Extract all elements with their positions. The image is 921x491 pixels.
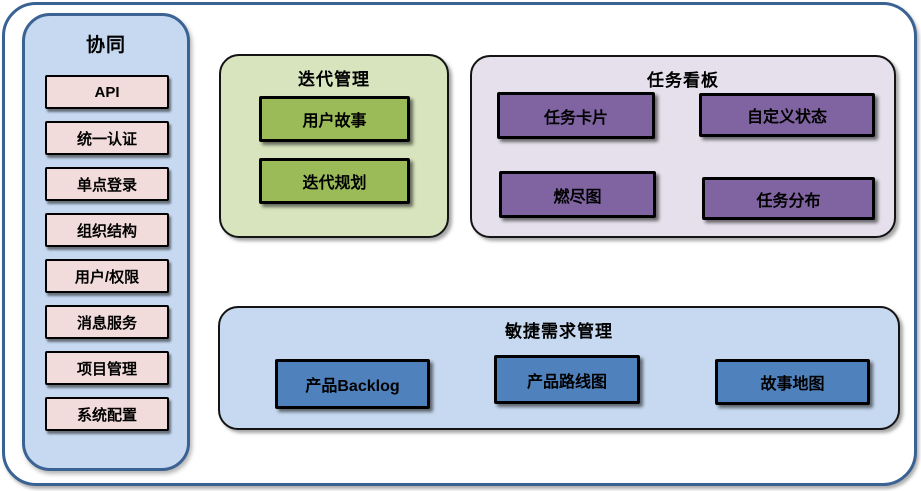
node-task-card: 任务卡片 [497, 92, 655, 139]
group-title-requirements: 敏捷需求管理 [505, 322, 613, 341]
node-burndown-chart: 燃尽图 [499, 171, 656, 218]
sidebar-collaboration-panel: 协同 API 统一认证 单点登录 组织结构 用户/权限 消息服务 项目管理 系统… [22, 13, 190, 471]
group-task-board: 任务看板 任务卡片 自定义状态 燃尽图 任务分布 [470, 55, 896, 238]
node-iteration-planning: 迭代规划 [259, 158, 410, 204]
group-iteration-management: 迭代管理 用户故事 迭代规划 [219, 54, 449, 238]
sidebar-item-unified-auth: 统一认证 [45, 121, 169, 155]
sidebar-item-system-config: 系统配置 [45, 397, 169, 431]
node-task-distribution: 任务分布 [702, 177, 875, 220]
sidebar-item-list: API 统一认证 单点登录 组织结构 用户/权限 消息服务 项目管理 系统配置 [45, 75, 169, 431]
sidebar-item-user-permissions: 用户/权限 [45, 259, 169, 293]
sidebar-item-project-management: 项目管理 [45, 351, 169, 385]
diagram-frame: 协同 API 统一认证 单点登录 组织结构 用户/权限 消息服务 项目管理 系统… [2, 2, 917, 486]
sidebar-item-org-structure: 组织结构 [45, 213, 169, 247]
group-title-taskboard: 任务看板 [647, 71, 719, 90]
node-product-backlog: 产品Backlog [275, 359, 430, 409]
node-user-story: 用户故事 [259, 96, 410, 142]
group-title-iteration: 迭代管理 [298, 70, 370, 89]
sidebar-item-api: API [45, 75, 169, 109]
sidebar-title: 协同 [85, 35, 126, 56]
sidebar-item-message-service: 消息服务 [45, 305, 169, 339]
node-story-map: 故事地图 [715, 359, 870, 405]
group-agile-requirements: 敏捷需求管理 产品Backlog 产品路线图 故事地图 [218, 306, 900, 430]
node-product-roadmap: 产品路线图 [494, 355, 640, 404]
node-custom-status: 自定义状态 [699, 93, 875, 137]
sidebar-item-sso: 单点登录 [45, 167, 169, 201]
